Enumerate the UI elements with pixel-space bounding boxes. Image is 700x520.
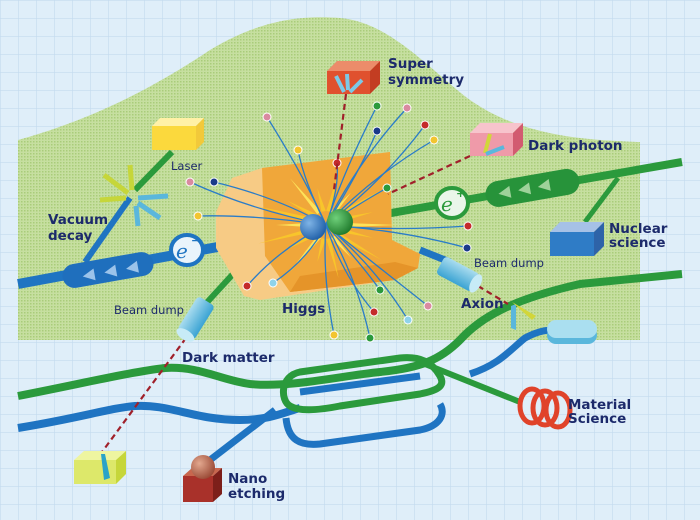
labels: Super symmetry Dark photon Laser Vacuum … — [48, 56, 668, 502]
track-endpoint — [262, 112, 272, 122]
blue-loop-inner — [299, 372, 421, 396]
burst-ray — [287, 200, 317, 218]
supersymmetry-box — [327, 61, 380, 94]
positron-symbol-text: e — [441, 192, 453, 216]
green-transport-line — [17, 270, 683, 400]
burst-ray — [326, 171, 339, 212]
track-endpoint — [402, 103, 412, 113]
track-endpoint — [429, 135, 439, 145]
track-endpoint — [329, 330, 339, 340]
track-endpoint — [423, 301, 433, 311]
nano-etching-device — [183, 455, 222, 502]
burst-ray — [335, 232, 382, 260]
material-science-coil — [517, 386, 573, 430]
track-endpoint — [185, 177, 195, 187]
burst-ray — [258, 227, 314, 244]
vacuum-branch-line — [82, 196, 133, 264]
track-endpoint — [268, 278, 278, 288]
dark-matter-detector-box — [74, 451, 126, 484]
label-laser: Laser — [171, 159, 203, 173]
nuclear-science-box — [550, 222, 604, 256]
track-endpoint — [209, 177, 219, 187]
beam-dump-left — [176, 297, 214, 342]
burst-ray — [326, 238, 339, 279]
burst-ray — [317, 238, 326, 262]
dashed-line-dark-matter — [101, 337, 187, 453]
burst-ray — [339, 222, 398, 228]
label-higgs: Higgs — [282, 301, 325, 317]
track-endpoint — [193, 211, 203, 221]
track-endpoint — [372, 101, 382, 111]
label-dark-matter: Dark matter — [182, 350, 275, 366]
axion-burst — [511, 302, 536, 330]
dashed-line-supersymmetry — [332, 93, 348, 191]
label-super: Super — [388, 56, 433, 72]
label-symmetry: symmetry — [388, 72, 464, 88]
burst-ray — [317, 188, 326, 212]
particle-track — [325, 224, 371, 339]
positron-symbol: e + — [434, 186, 470, 220]
particle-track — [324, 224, 335, 336]
green-loop — [279, 354, 446, 414]
burst-ray — [258, 206, 314, 223]
electron-charge: − — [191, 234, 200, 247]
label-nano: Nano — [228, 471, 267, 487]
track-endpoint — [462, 243, 472, 253]
label-decay: decay — [48, 228, 93, 244]
label-etching: etching — [228, 486, 285, 502]
track-endpoint — [369, 307, 379, 317]
nuclear-branch-line — [583, 176, 620, 224]
track-endpoint — [242, 281, 252, 291]
beam-dump-right — [437, 257, 483, 293]
dashed-signal-lines — [101, 93, 509, 453]
transport-lines — [17, 270, 683, 463]
label-dark-photon: Dark photon — [528, 138, 623, 154]
vacuum-decay-burst — [99, 164, 169, 227]
track-endpoint — [382, 183, 392, 193]
burst-ray — [290, 178, 322, 215]
track-endpoint — [403, 315, 413, 325]
laser-beam-line — [132, 149, 175, 193]
label-material-science: Science — [568, 411, 626, 427]
electron-symbol: e − — [169, 233, 205, 267]
track-endpoint — [375, 285, 385, 295]
blue-branch-nano — [207, 407, 278, 463]
electron-accelerator-cavity — [62, 252, 154, 288]
track-endpoint — [420, 120, 430, 130]
dashed-line-axion — [477, 285, 509, 305]
electron-symbol-text: e — [176, 239, 188, 263]
track-endpoint — [365, 333, 375, 343]
blue-loop-outer — [282, 402, 446, 448]
label-vacuum: Vacuum — [48, 212, 108, 228]
track-endpoint — [463, 221, 473, 231]
label-beam-dump-right: Beam dump — [474, 256, 544, 270]
laser-box — [152, 118, 204, 150]
track-endpoint — [293, 145, 303, 155]
dashed-line-dark-photon — [387, 155, 471, 195]
track-endpoint — [372, 126, 382, 136]
positron-bunch — [327, 209, 353, 235]
particle-track — [325, 224, 375, 313]
green-branch-material — [418, 359, 522, 405]
collision-burst — [258, 171, 398, 279]
label-nuclear: Nuclear — [609, 221, 668, 237]
label-axion: Axion — [461, 296, 504, 312]
positron-accelerator-cavity — [485, 168, 580, 207]
label-material: Material — [568, 397, 631, 413]
particle-track — [297, 149, 327, 226]
axion-detector-pill — [547, 320, 597, 344]
electron-bunch — [300, 214, 326, 240]
label-science: science — [609, 235, 666, 251]
particle-track — [325, 105, 378, 226]
positron-charge: + — [456, 187, 465, 200]
label-beam-dump-left: Beam dump — [114, 303, 184, 317]
dark-photon-box — [470, 123, 523, 156]
burst-ray — [330, 235, 351, 258]
